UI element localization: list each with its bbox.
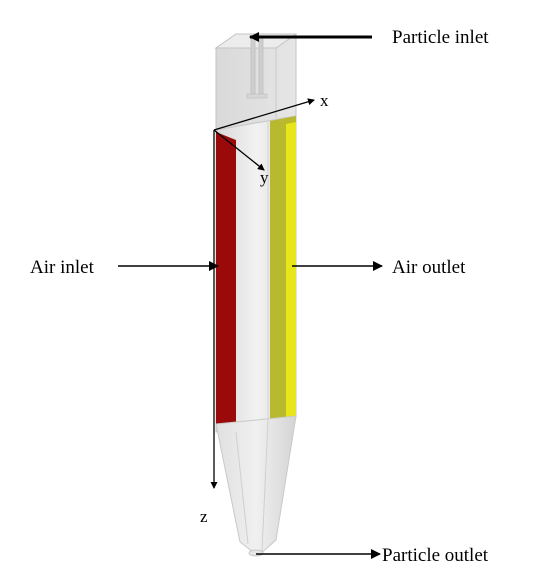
air-inlet-face bbox=[216, 132, 236, 436]
air-inlet-label: Air inlet bbox=[30, 257, 95, 278]
axis-x-arrow bbox=[213, 98, 315, 131]
inlet-section bbox=[214, 33, 298, 131]
axis-y-arrow bbox=[213, 129, 265, 171]
cone-section bbox=[215, 415, 297, 557]
air-outlet-label: Air outlet bbox=[392, 257, 466, 278]
axis-y-label: y bbox=[260, 168, 269, 187]
axis-z-label: z bbox=[200, 507, 208, 526]
air-outlet-face bbox=[270, 116, 296, 420]
axis-x-label: x bbox=[320, 91, 329, 110]
particle-outlet-label: Particle outlet bbox=[382, 545, 489, 566]
particle-inlet-label: Particle inlet bbox=[392, 27, 489, 48]
